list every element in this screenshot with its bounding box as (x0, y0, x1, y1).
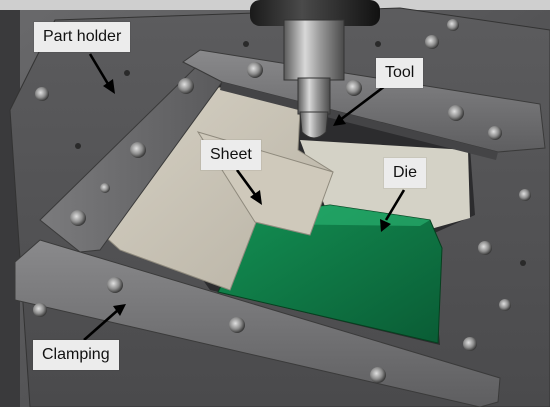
bolt (499, 299, 511, 311)
arrow-die-head (380, 219, 391, 232)
spindle-housing (250, 0, 380, 26)
label-part-holder: Part holder (34, 22, 131, 52)
bolt (130, 142, 146, 158)
bolt (107, 277, 123, 293)
clamp-bar-bottom (14, 239, 501, 407)
annotation-arrows (83, 53, 406, 341)
hole (243, 41, 249, 47)
arrow-part-holder (88, 53, 110, 85)
arrow-clamping-head (113, 304, 126, 316)
hole (520, 260, 526, 266)
arrow-tool-head (333, 114, 346, 126)
bolt (370, 367, 386, 383)
bolt (100, 183, 110, 193)
bolt (178, 78, 194, 94)
tool-tip (299, 111, 329, 139)
label-sheet: Sheet (201, 140, 261, 170)
bolt (447, 19, 459, 31)
bolt (229, 317, 245, 333)
bolt (70, 210, 86, 226)
arrow-clamping (83, 309, 119, 341)
spindle-collar (283, 19, 345, 81)
arrow-die (384, 189, 406, 221)
bolt (463, 337, 477, 351)
bolt (35, 87, 49, 101)
bolt (247, 62, 263, 78)
bolt (519, 189, 531, 201)
bolt (33, 303, 47, 317)
clamp-bar-top-face (220, 82, 498, 160)
bolt (346, 80, 362, 96)
clamp-bar-left (39, 67, 223, 253)
arrow-sheet-head (250, 190, 262, 205)
label-clamping: Clamping (33, 340, 119, 370)
arrow-tool (339, 84, 386, 122)
tool-shank (297, 77, 331, 115)
label-tool: Tool (376, 58, 424, 88)
bolt (425, 35, 439, 49)
hole (375, 41, 381, 47)
bolt (478, 241, 492, 255)
hole (75, 143, 81, 149)
bolt (448, 105, 464, 121)
hole (124, 70, 130, 76)
bolt-group (33, 19, 531, 383)
label-die: Die (384, 158, 427, 188)
arrow-part-holder-head (103, 79, 115, 94)
arrow-sheet (235, 169, 258, 197)
hole-group (75, 41, 526, 266)
bolt (488, 126, 502, 140)
